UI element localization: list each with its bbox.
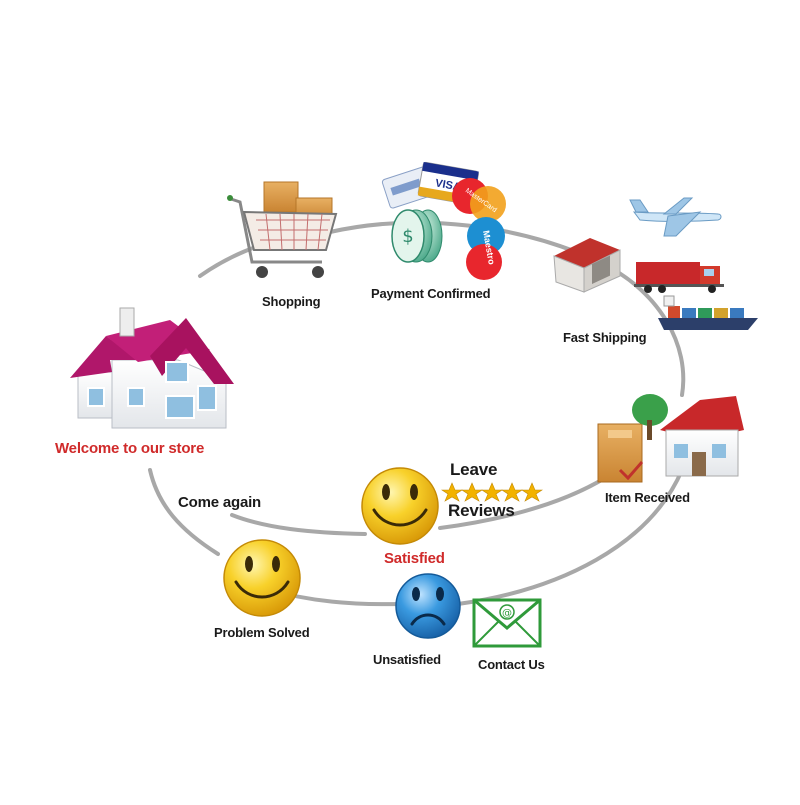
- path-store-to-problem: [148, 468, 220, 556]
- label-reviews: Reviews: [448, 501, 515, 520]
- credit-cards-icon: VISA MasterCard Maestro: [381, 161, 506, 280]
- label-contact-us: Contact Us: [478, 657, 545, 672]
- stars-icon: [441, 482, 543, 502]
- label-item-received: Item Received: [605, 490, 690, 505]
- house-icon: [70, 307, 234, 429]
- svg-text:@: @: [502, 608, 512, 619]
- label-fast-shipping: Fast Shipping: [563, 330, 647, 345]
- delivered-box-icon: [597, 423, 644, 483]
- path-shopping-to-shipping: [328, 220, 686, 397]
- label-unsatisfied: Unsatisfied: [373, 652, 441, 667]
- satisfied-happy-face-icon: [361, 467, 439, 545]
- path-received-to-satisfied: [438, 476, 607, 530]
- label-shopping: Shopping: [262, 294, 321, 309]
- shopping-cart-icon: [227, 181, 338, 278]
- label-leave: Leave: [450, 460, 498, 479]
- airplane-icon: [629, 197, 722, 237]
- label-come-again: Come again: [178, 494, 262, 511]
- mastercard-logo: MasterCard: [452, 178, 506, 222]
- truck-icon: [634, 262, 724, 293]
- received-house-icon: [632, 394, 744, 477]
- warehouse-icon: [553, 238, 621, 293]
- coins-icon: $: [391, 209, 443, 263]
- mail-icon: @: [472, 598, 542, 648]
- path-satisfied-to-comeagain: [230, 513, 367, 536]
- sad-face-icon: [395, 573, 461, 639]
- label-welcome: Welcome to our store: [55, 440, 205, 457]
- cargo-ship-icon: [658, 295, 758, 330]
- svg-text:$: $: [402, 226, 413, 247]
- path-unsatisfied-to-shipping: [456, 468, 684, 606]
- label-problem-solved: Problem Solved: [214, 625, 310, 640]
- problem-solved-happy-face-icon: [223, 539, 301, 617]
- label-payment-confirmed: Payment Confirmed: [371, 286, 491, 301]
- label-satisfied: Satisfied: [384, 550, 445, 567]
- maestro-logo: Maestro: [466, 217, 505, 280]
